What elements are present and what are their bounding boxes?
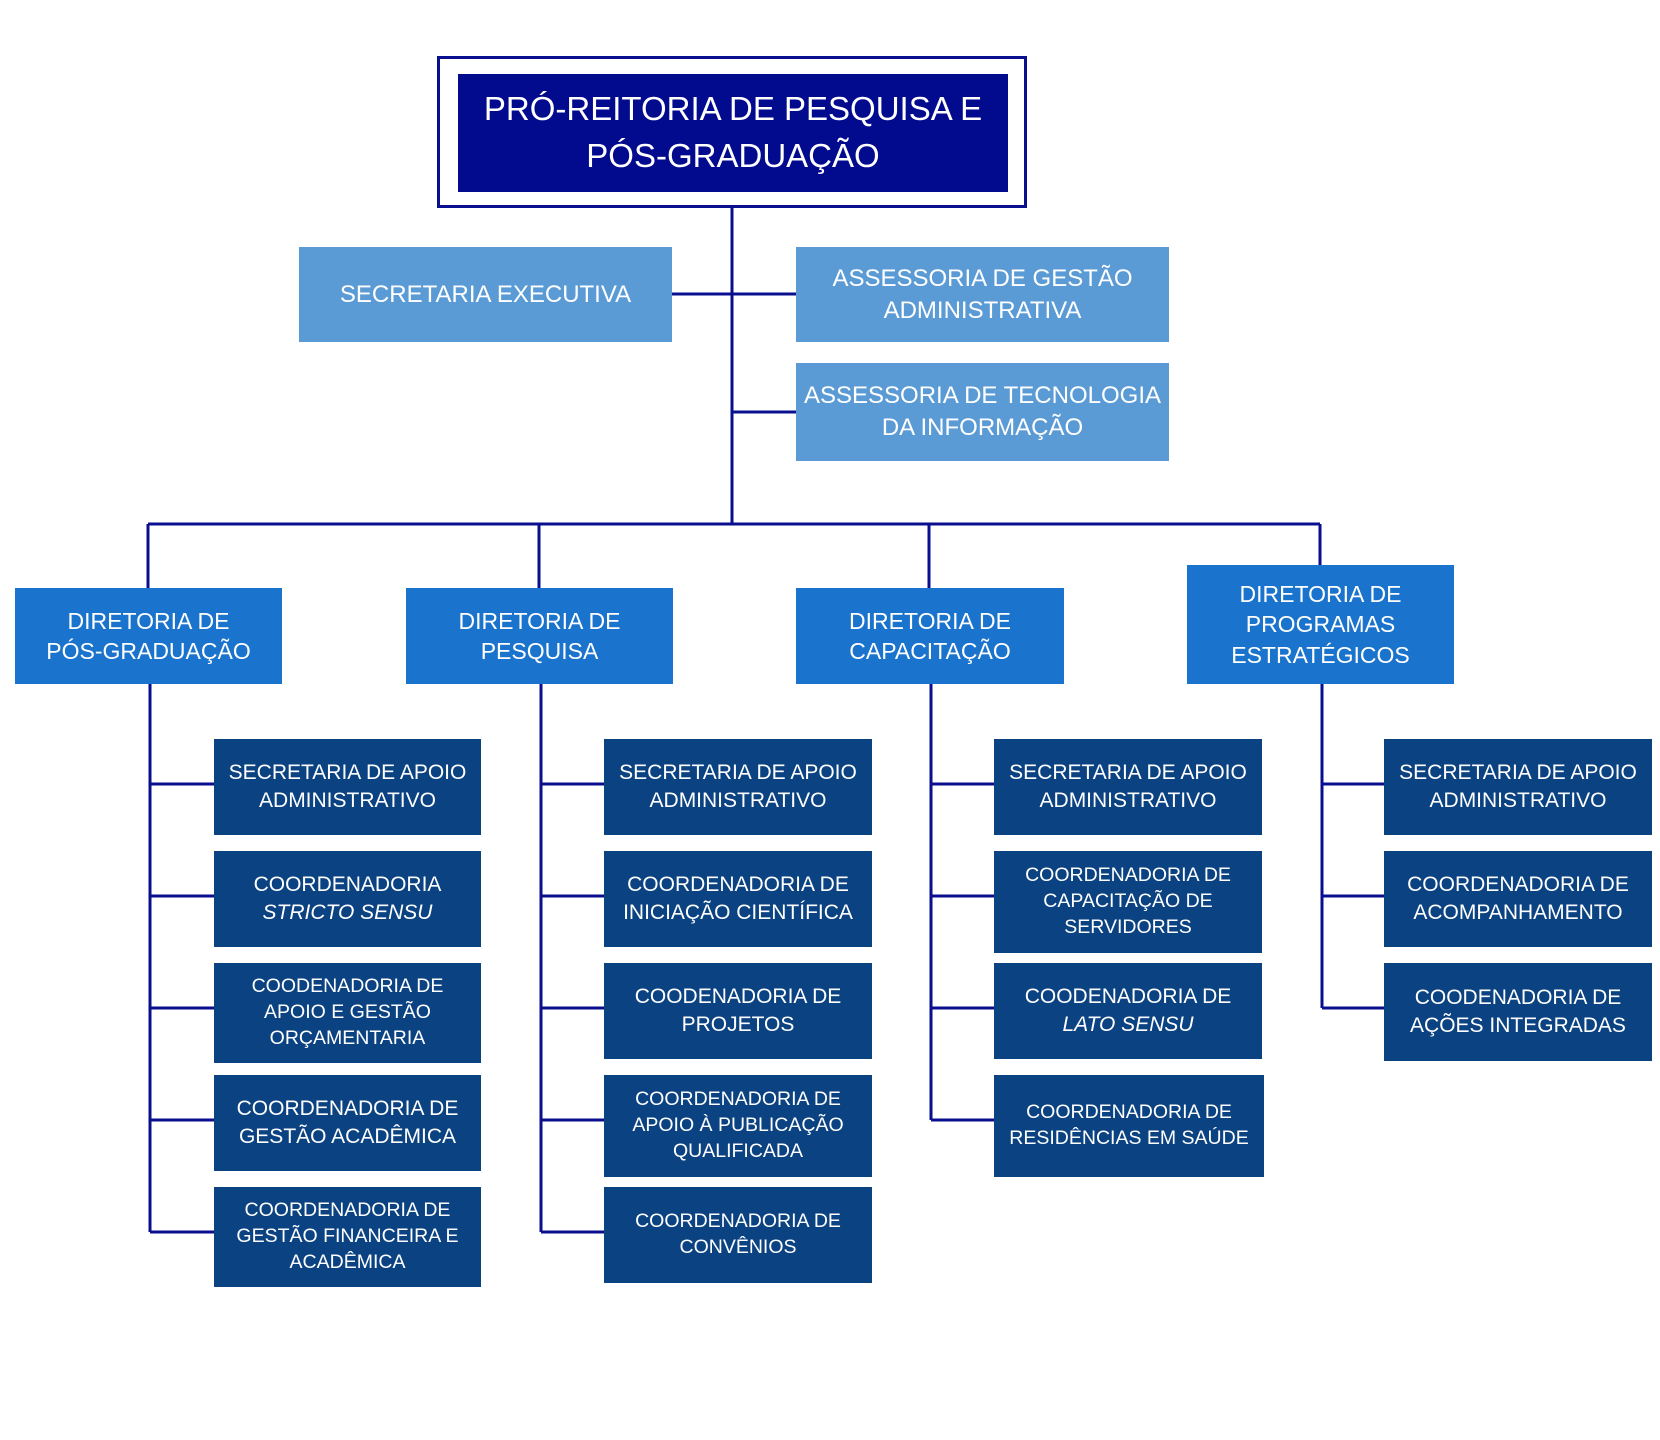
- node-label-line: QUALIFICADA: [672, 1139, 804, 1162]
- node-label-line: PROJETOS: [681, 1013, 795, 1036]
- unit-cap-residencias-saude: COORDENADORIA DE RESIDÊNCIAS EM SAÚDE: [994, 1075, 1264, 1177]
- node-label-line: COORDENADORIA DE: [236, 1097, 459, 1121]
- node-label-line: DIRETORIA DE: [458, 607, 621, 634]
- node-label-line: DA INFORMAÇÃO: [881, 414, 1084, 441]
- unit-cap-secretaria-apoio: SECRETARIA DE APOIO ADMINISTRATIVO: [994, 739, 1262, 835]
- node-label-line: COODENADORIA DE: [251, 975, 444, 998]
- node-label-line: ASSESSORIA DE TECNOLOGIA: [804, 382, 1161, 410]
- node-label-line: ACOMPANHAMENTO: [1413, 901, 1623, 924]
- node-label-line: SECRETARIA DE APOIO: [1009, 761, 1247, 785]
- node-label-line: AÇÕES INTEGRADAS: [1410, 1014, 1626, 1037]
- node-label-line: COODENADORIA DE: [1024, 985, 1232, 1009]
- node-label-line: ADMINISTRATIVO: [649, 789, 827, 812]
- node-label-line: SERVIDORES: [1064, 915, 1192, 938]
- top-node-frame: [437, 56, 1027, 208]
- node-label-line: SECRETARIA DE APOIO: [619, 761, 857, 785]
- node-label-line: ACADÊMICA: [289, 1250, 406, 1273]
- node-diretoria-pos-graduacao: DIRETORIA DE PÓS-GRADUAÇÃO: [15, 588, 282, 684]
- node-label-line: SECRETARIA DE APOIO: [228, 761, 467, 785]
- node-secretaria-executiva-label: SECRETARIA EXECUTIVA: [339, 280, 632, 308]
- node-label-line: GESTÃO ACADÊMICA: [238, 1125, 457, 1148]
- node-label-line: DIRETORIA DE: [1239, 580, 1402, 607]
- unit-pesq-convenios: COORDENADORIA DE CONVÊNIOS: [604, 1187, 872, 1283]
- unit-prog-secretaria-apoio: SECRETARIA DE APOIO ADMINISTRATIVO: [1384, 739, 1652, 835]
- node-assessoria-gestao: ASSESSORIA DE GESTÃO ADMINISTRATIVA: [796, 247, 1169, 342]
- node-label-line: COORDENADORIA DE: [1407, 873, 1629, 897]
- node-label-line: COORDENADORIA DE: [1026, 1101, 1232, 1124]
- node-pro-reitoria: PRÓ-REITORIA DE PESQUISA E PÓS-GRADUAÇÃO: [458, 74, 1008, 192]
- node-label-line: ORÇAMENTARIA: [269, 1026, 426, 1049]
- node-label-line: COORDENADORIA DE: [1025, 864, 1231, 887]
- node-label-line: APOIO À PUBLICAÇÃO: [632, 1114, 844, 1137]
- unit-prog-acompanhamento: COORDENADORIA DE ACOMPANHAMENTO: [1384, 851, 1652, 947]
- unit-cap-lato-sensu: COODENADORIA DE LATO SENSU: [994, 963, 1262, 1059]
- node-label-line: CAPACITAÇÃO: [849, 638, 1011, 664]
- node-diretoria-programas-estrategicos: DIRETORIA DE PROGRAMAS ESTRATÉGICOS: [1187, 565, 1454, 684]
- node-label-line: DIRETORIA DE: [67, 607, 230, 634]
- node-label-line: CONVÊNIOS: [679, 1236, 797, 1258]
- node-label-line: ADMINISTRATIVA: [883, 296, 1082, 324]
- unit-pos-stricto-sensu: COORDENADORIA STRICTO SENSU: [214, 851, 481, 947]
- node-label-line: COORDENADORIA DE: [627, 873, 849, 897]
- node-label-line: RESIDÊNCIAS EM SAÚDE: [1009, 1127, 1249, 1149]
- unit-pos-apoio-gestao-orcamentaria: COODENADORIA DE APOIO E GESTÃO ORÇAMENTA…: [214, 963, 481, 1063]
- unit-prog-acoes-integradas: COODENADORIA DE AÇÕES INTEGRADAS: [1384, 963, 1652, 1061]
- node-pro-reitoria-line2: PÓS-GRADUAÇÃO: [586, 137, 880, 174]
- node-secretaria-executiva: SECRETARIA EXECUTIVA: [299, 247, 672, 342]
- node-label-line: COORDENADORIA DE: [635, 1088, 841, 1111]
- unit-pesq-publicacao-qualificada: COORDENADORIA DE APOIO À PUBLICAÇÃO QUAL…: [604, 1075, 872, 1177]
- unit-pesq-iniciacao-cientifica: COORDENADORIA DE INICIAÇÃO CIENTÍFICA: [604, 851, 872, 947]
- node-label-line: COORDENADORIA DE: [244, 1199, 451, 1222]
- node-label-line: PESQUISA: [480, 638, 599, 664]
- node-label-line: ADMINISTRATIVO: [1039, 789, 1217, 812]
- unit-pesq-secretaria-apoio: SECRETARIA DE APOIO ADMINISTRATIVO: [604, 739, 872, 835]
- unit-pesq-projetos: COODENADORIA DE PROJETOS: [604, 963, 872, 1059]
- unit-pos-gestao-academica: COORDENADORIA DE GESTÃO ACADÊMICA: [214, 1075, 481, 1171]
- node-label-line: ADMINISTRATIVO: [259, 789, 436, 812]
- node-label-line: CAPACITAÇÃO DE: [1043, 890, 1213, 913]
- node-label-line: PÓS-GRADUAÇÃO: [46, 638, 251, 664]
- node-label-line: SECRETARIA DE APOIO: [1399, 761, 1637, 785]
- node-label-line: APOIO E GESTÃO: [264, 1001, 431, 1024]
- node-label-line: COODENADORIA DE: [634, 985, 842, 1009]
- node-label-line: ADMINISTRATIVO: [1429, 789, 1607, 812]
- node-label-line: COORDENADORIA: [253, 873, 442, 897]
- node-label-line: INICIAÇÃO CIENTÍFICA: [623, 901, 853, 924]
- node-label-line: COODENADORIA DE: [1414, 986, 1622, 1010]
- node-label-line: ASSESSORIA DE GESTÃO: [832, 264, 1133, 292]
- node-label-line: GESTÃO FINANCEIRA E: [236, 1225, 459, 1248]
- unit-pos-secretaria-apoio: SECRETARIA DE APOIO ADMINISTRATIVO: [214, 739, 481, 835]
- node-label-line: PROGRAMAS: [1245, 611, 1396, 638]
- node-label-line-italic: STRICTO SENSU: [262, 901, 433, 924]
- unit-cap-capacitacao-servidores: COORDENADORIA DE CAPACITAÇÃO DE SERVIDOR…: [994, 851, 1262, 953]
- unit-pos-gestao-financeira: COORDENADORIA DE GESTÃO FINANCEIRA E ACA…: [214, 1187, 481, 1287]
- node-assessoria-tecnologia: ASSESSORIA DE TECNOLOGIA DA INFORMAÇÃO: [796, 363, 1169, 461]
- node-label-line: ESTRATÉGICOS: [1231, 641, 1410, 668]
- node-diretoria-capacitacao: DIRETORIA DE CAPACITAÇÃO: [796, 588, 1064, 684]
- node-label-line: DIRETORIA DE: [849, 607, 1011, 634]
- node-pro-reitoria-line1: PRÓ-REITORIA DE PESQUISA E: [483, 90, 983, 128]
- node-label-line-italic: LATO SENSU: [1062, 1013, 1194, 1036]
- node-label-line: COORDENADORIA DE: [635, 1210, 841, 1233]
- node-diretoria-pesquisa: DIRETORIA DE PESQUISA: [406, 588, 673, 684]
